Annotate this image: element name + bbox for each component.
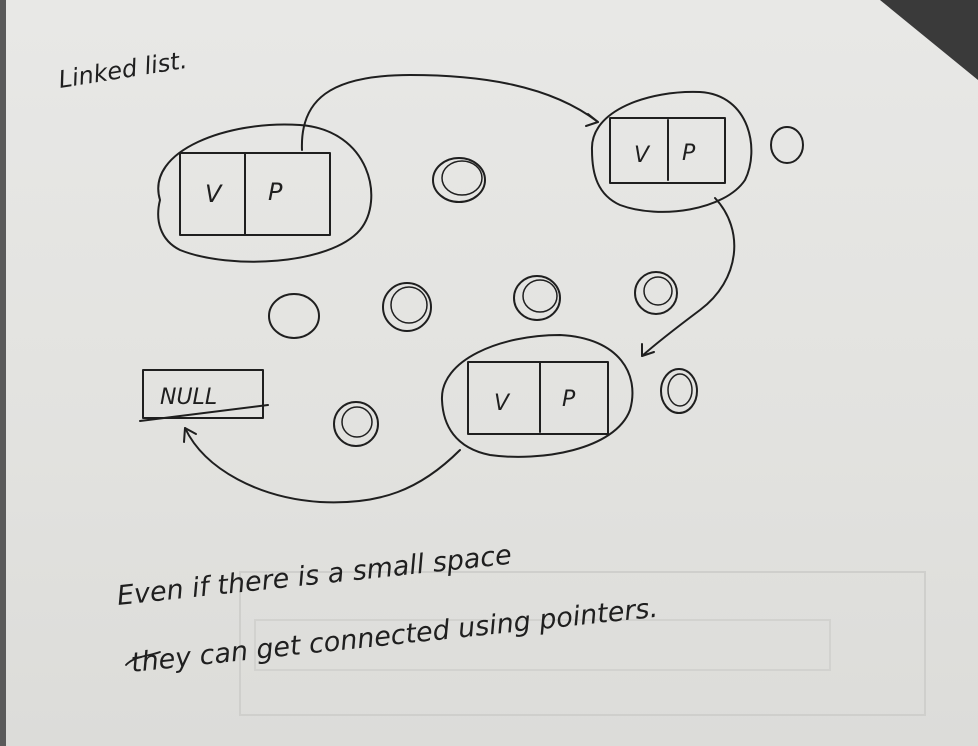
node-3-pointer-label: P xyxy=(562,387,576,412)
node-2-circle xyxy=(590,90,753,213)
node-3: V P xyxy=(440,334,634,458)
memory-blob-5-inner xyxy=(522,279,558,313)
note-line-2: they can get connected using pointers. xyxy=(129,593,659,679)
paper-left-edge xyxy=(0,0,6,746)
background-corner xyxy=(880,0,978,80)
note-line-1: Even if there is a small space xyxy=(115,540,513,612)
memory-blob-3 xyxy=(268,293,320,339)
scribble-strike xyxy=(125,651,161,666)
arrow-node1-to-node2-head xyxy=(585,113,599,127)
arrow-node1-to-node2 xyxy=(300,74,599,151)
memory-blob-6-inner xyxy=(643,276,673,306)
node-2-pointer-label: P xyxy=(682,141,696,166)
null-box-underline xyxy=(139,404,269,422)
memory-blob-1 xyxy=(432,157,486,203)
memory-blobs xyxy=(268,126,804,447)
null-box: NULL xyxy=(139,369,269,422)
diagram-title: Linked list. xyxy=(57,46,189,94)
node-1-circle xyxy=(157,123,373,263)
node-2: V P xyxy=(590,90,753,213)
arrow-node3-to-null xyxy=(184,427,461,504)
memory-blob-8 xyxy=(660,368,698,414)
memory-blob-2 xyxy=(770,126,804,164)
memory-blob-7 xyxy=(333,401,379,447)
memory-blob-5 xyxy=(513,275,561,321)
embossed-texture-inner xyxy=(254,619,831,671)
arrow-node3-to-null-head xyxy=(183,427,197,443)
memory-blob-4-inner xyxy=(390,286,428,324)
node-1-pointer-label: P xyxy=(268,178,283,206)
null-label: NULL xyxy=(160,385,217,410)
embossed-texture-bar xyxy=(239,571,926,716)
memory-blob-4 xyxy=(382,282,432,332)
arrow-node2-to-node3 xyxy=(641,197,736,357)
node-1-value-label: V xyxy=(205,180,223,208)
arrow-node2-to-node3-head xyxy=(641,343,655,357)
memory-blob-6 xyxy=(634,271,678,315)
memory-blob-8-inner xyxy=(667,373,693,407)
node-1: V P xyxy=(157,123,373,263)
node-1-box xyxy=(179,152,331,236)
null-box-outline xyxy=(142,369,264,419)
memory-blob-1-inner xyxy=(441,160,483,196)
node-3-box xyxy=(467,361,609,435)
node-2-value-label: V xyxy=(634,143,651,168)
node-3-value-label: V xyxy=(494,391,511,416)
node-3-circle xyxy=(440,334,634,458)
node-2-box xyxy=(609,117,726,184)
memory-blob-7-inner xyxy=(341,406,373,438)
